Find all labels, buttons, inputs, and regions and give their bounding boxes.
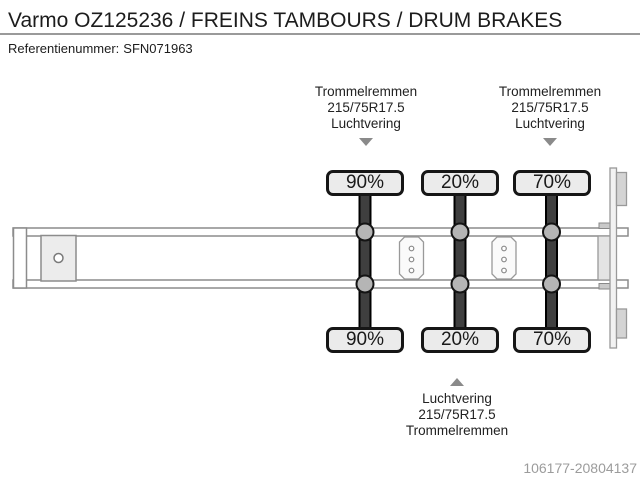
wheel-hub bbox=[450, 222, 470, 242]
tyre-tread-badge: 70% bbox=[513, 170, 591, 196]
suspension-label: Luchtvering bbox=[422, 391, 492, 406]
wheel-hub bbox=[542, 274, 561, 294]
axle-1 bbox=[355, 193, 375, 331]
tail-light-top bbox=[615, 171, 628, 207]
wheel-hub bbox=[450, 274, 470, 294]
arrow-down-icon bbox=[359, 138, 373, 146]
suspension-label: Luchtvering bbox=[515, 116, 585, 131]
wheel-hub bbox=[355, 222, 375, 242]
brake-type-label: Trommelremmen bbox=[498, 84, 602, 99]
rear-bracket-top bbox=[598, 222, 611, 229]
crossmember-hole bbox=[501, 245, 507, 252]
crossmember-hole bbox=[408, 256, 415, 263]
brake-type-label: Trommelremmen bbox=[405, 423, 509, 438]
front-crossmember bbox=[12, 227, 28, 289]
tyre-tread-badge: 70% bbox=[513, 327, 591, 353]
tail-light-bottom bbox=[615, 308, 628, 339]
axle3-spec-callout: Trommelremmen 215/75R17.5 Luchtvering bbox=[465, 84, 635, 132]
kingpin bbox=[53, 252, 64, 264]
image-id-watermark: 106177-20804137 bbox=[523, 460, 637, 476]
reference-line: Referentienummer:SFN071963 bbox=[8, 41, 193, 56]
axle2-spec-callout: Luchtvering 215/75R17.5 Trommelremmen bbox=[372, 391, 542, 439]
axle-beam bbox=[453, 193, 467, 331]
crossmember-plate-2 bbox=[491, 236, 517, 280]
frame-rail-bottom bbox=[12, 279, 629, 289]
tyre-size-label: 215/75R17.5 bbox=[418, 407, 496, 422]
chassis-frame bbox=[12, 227, 629, 289]
axle-beam bbox=[545, 193, 558, 331]
frame-rail-top bbox=[12, 227, 629, 237]
rear-bracket-bottom bbox=[598, 283, 611, 290]
tyre-tread-badge: 20% bbox=[421, 170, 499, 196]
wheel-hub bbox=[542, 222, 561, 242]
axle1-spec-callout: Trommelremmen 215/75R17.5 Luchtvering bbox=[281, 84, 451, 132]
title-divider bbox=[0, 33, 640, 35]
arrow-down-icon bbox=[543, 138, 557, 146]
crossmember-hole bbox=[408, 267, 415, 274]
crossmember-hole bbox=[501, 267, 507, 274]
axle-beam bbox=[358, 193, 372, 331]
arrow-up-icon bbox=[450, 378, 464, 386]
tyre-size-label: 215/75R17.5 bbox=[327, 100, 405, 115]
crossmember-hole bbox=[408, 245, 415, 252]
tyre-tread-badge: 20% bbox=[421, 327, 499, 353]
tyre-tread-badge: 90% bbox=[326, 170, 404, 196]
crossmember-hole bbox=[501, 256, 507, 263]
rear-beam bbox=[609, 167, 618, 349]
wheel-hub bbox=[355, 274, 375, 294]
crossmember-plate-1 bbox=[398, 236, 425, 280]
tyre-tread-badge: 90% bbox=[326, 327, 404, 353]
suspension-label: Luchtvering bbox=[331, 116, 401, 131]
reference-label: Referentienummer: bbox=[8, 41, 120, 56]
axle-2 bbox=[450, 193, 470, 331]
axle-3 bbox=[542, 193, 561, 331]
brake-type-label: Trommelremmen bbox=[314, 84, 418, 99]
tyre-size-label: 215/75R17.5 bbox=[511, 100, 589, 115]
page-title: Varmo OZ125236 / FREINS TAMBOURS / DRUM … bbox=[8, 9, 563, 32]
rear-bumper-assembly bbox=[597, 167, 628, 349]
reference-number: SFN071963 bbox=[123, 41, 193, 56]
